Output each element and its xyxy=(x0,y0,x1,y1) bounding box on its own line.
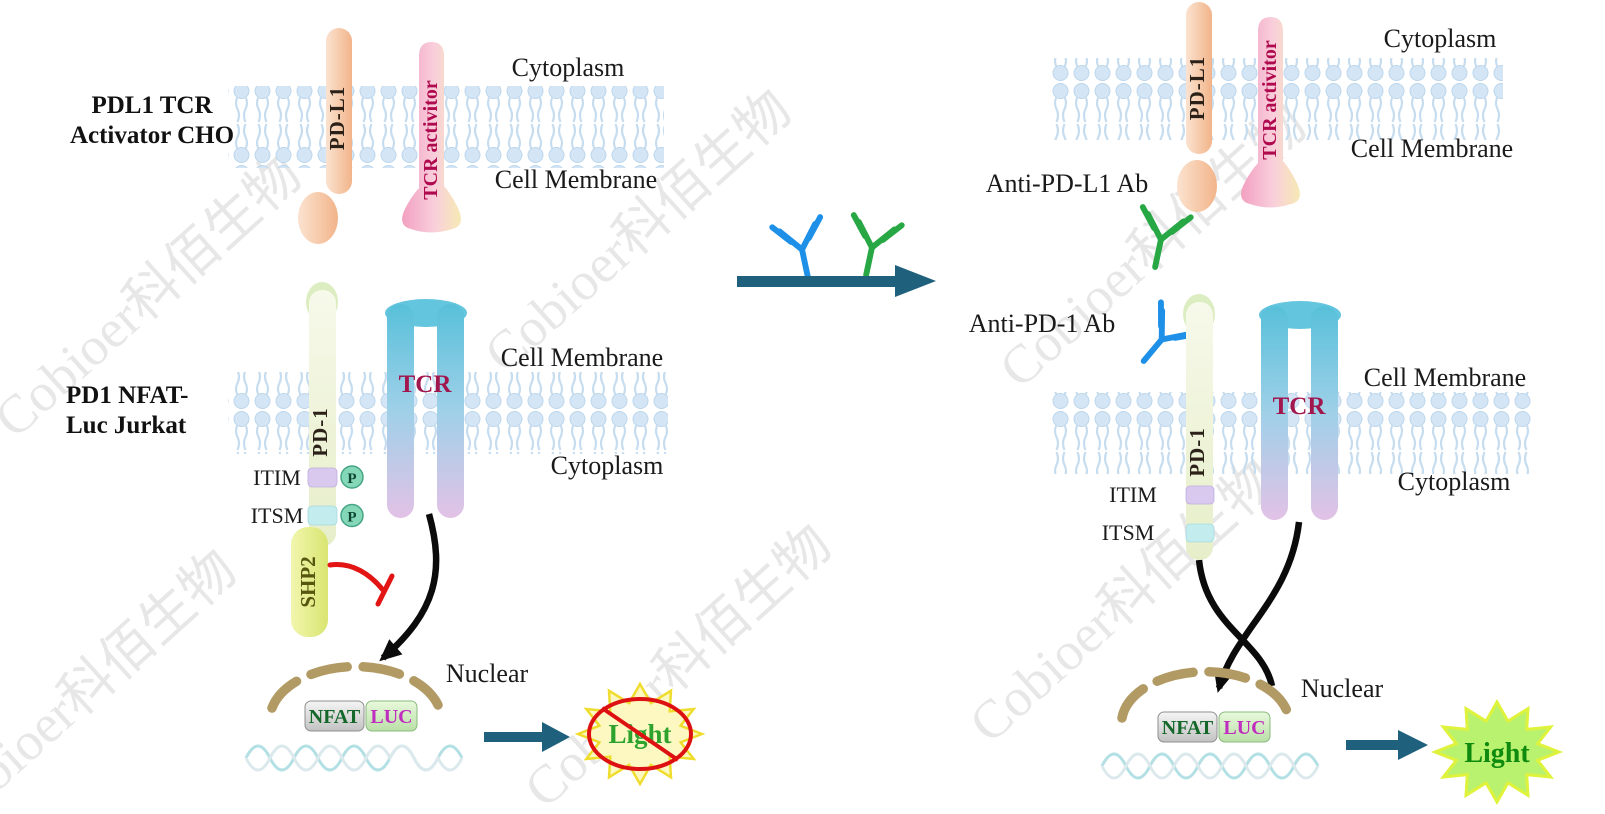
light-label-right: Light xyxy=(1464,738,1530,769)
membrane-top-label: Cell Membrane xyxy=(1351,134,1513,163)
pdl1-label: PD-L1 xyxy=(325,86,349,151)
tcr-signal-arrow-right xyxy=(1213,521,1303,693)
itim-band-right xyxy=(1185,485,1215,505)
anti-pdl1-antibody-icon xyxy=(842,215,902,280)
tcr-protein-right: TCR xyxy=(1259,301,1341,520)
shp2-protein: SHP2 xyxy=(291,527,328,637)
jurkat-cell-label-line1: PD1 NFAT- xyxy=(66,382,188,409)
tcr-activator-protein: TCR activitor xyxy=(402,42,461,233)
nuclear-envelope-right xyxy=(1117,667,1293,723)
cho-cell-label-line2: Activator CHO xyxy=(70,122,234,149)
itsm-band-right xyxy=(1185,523,1215,543)
cytoplasm-bottom-label: Cytoplasm xyxy=(1398,467,1511,496)
tcr-protein: TCR xyxy=(385,299,467,518)
cytoplasm-top-label: Cytoplasm xyxy=(1384,24,1497,53)
phospho-badge: P xyxy=(340,503,364,528)
pdl1-label-right: PD-L1 xyxy=(1185,56,1209,121)
pd1-label-right: PD-1 xyxy=(1185,427,1209,477)
itsm-band xyxy=(307,505,338,526)
jurkat-cytoplasm-label: Cytoplasm xyxy=(551,451,664,480)
tcr-activator-protein-right: TCR activitor xyxy=(1241,17,1300,208)
luc-box xyxy=(365,700,418,732)
tcr-activator-label-right: TCR activitor xyxy=(1259,40,1281,160)
luc-label: LUC xyxy=(370,706,412,728)
tcr-activator-label: TCR activitor xyxy=(420,80,442,200)
luc-label-right: LUC xyxy=(1223,717,1265,739)
cho-membrane-label: Cell Membrane xyxy=(495,165,657,194)
inhibition-line xyxy=(327,562,395,607)
pdl1-protein-right: PD-L1 xyxy=(1177,2,1217,212)
watermark-text: Cobioer科佰生物 xyxy=(513,513,843,814)
anti-pd1-ab-label: Anti-PD-1 Ab xyxy=(969,309,1116,338)
anti-pdl1-ab-label: Anti-PD-L1 Ab xyxy=(986,169,1149,198)
no-sign-ellipse xyxy=(587,697,693,771)
to-light-arrow xyxy=(484,722,570,752)
tcr-signal-arrow xyxy=(379,513,440,662)
itsm-label-right: ITSM xyxy=(1102,520,1155,545)
cho-cell-label-line1: PDL1 TCR xyxy=(91,92,213,119)
membrane-bottom-label: Cell Membrane xyxy=(1364,363,1526,392)
treatment-arrow xyxy=(737,265,936,297)
nfat-box-right xyxy=(1157,711,1218,743)
cho-cell-membrane xyxy=(228,86,664,168)
itim-label: ITIM xyxy=(253,465,301,490)
anti-pd1-antibody-icon xyxy=(772,217,832,282)
phospho-badge: P xyxy=(340,465,364,489)
no-sign-slash xyxy=(600,706,680,762)
nfat-box xyxy=(304,700,365,732)
light-burst-off: Light xyxy=(576,682,704,786)
dna-helix-right xyxy=(1100,752,1320,780)
pd1-label: PD-1 xyxy=(308,407,332,457)
jurkat-membrane-label: Cell Membrane xyxy=(501,343,663,372)
jurkat-cell-membrane-right xyxy=(1048,392,1535,474)
shp2-label: SHP2 xyxy=(296,556,320,607)
pdl1-protein: PD-L1 xyxy=(298,28,352,244)
tcr-label-right: TCR xyxy=(1273,393,1327,420)
to-light-arrow-right xyxy=(1346,730,1428,760)
luc-box-right xyxy=(1218,711,1271,743)
nuclear-label-right: Nuclear xyxy=(1301,674,1384,703)
itim-band xyxy=(307,467,338,488)
nfat-label-right: NFAT xyxy=(1162,717,1214,739)
nuclear-label: Nuclear xyxy=(446,659,529,688)
jurkat-cell-label-line2: Luc Jurkat xyxy=(66,412,187,439)
nfat-label: NFAT xyxy=(309,706,361,728)
dna-helix xyxy=(244,744,464,772)
itim-label-right: ITIM xyxy=(1109,482,1157,507)
tcr-label: TCR xyxy=(399,371,453,398)
pd1-signal-arrow xyxy=(1195,559,1276,687)
itsm-label: ITSM xyxy=(251,503,304,528)
watermark-text: Cobioer科佰生物 xyxy=(0,538,248,814)
nuclear-envelope xyxy=(267,661,443,713)
cho-cytoplasm-label: Cytoplasm xyxy=(512,53,625,82)
phospho-label: P xyxy=(347,471,356,487)
phospho-label: P xyxy=(347,510,356,526)
pd1-protein-right: PD-1 xyxy=(1183,294,1215,560)
light-burst-on: Light xyxy=(1433,700,1561,804)
